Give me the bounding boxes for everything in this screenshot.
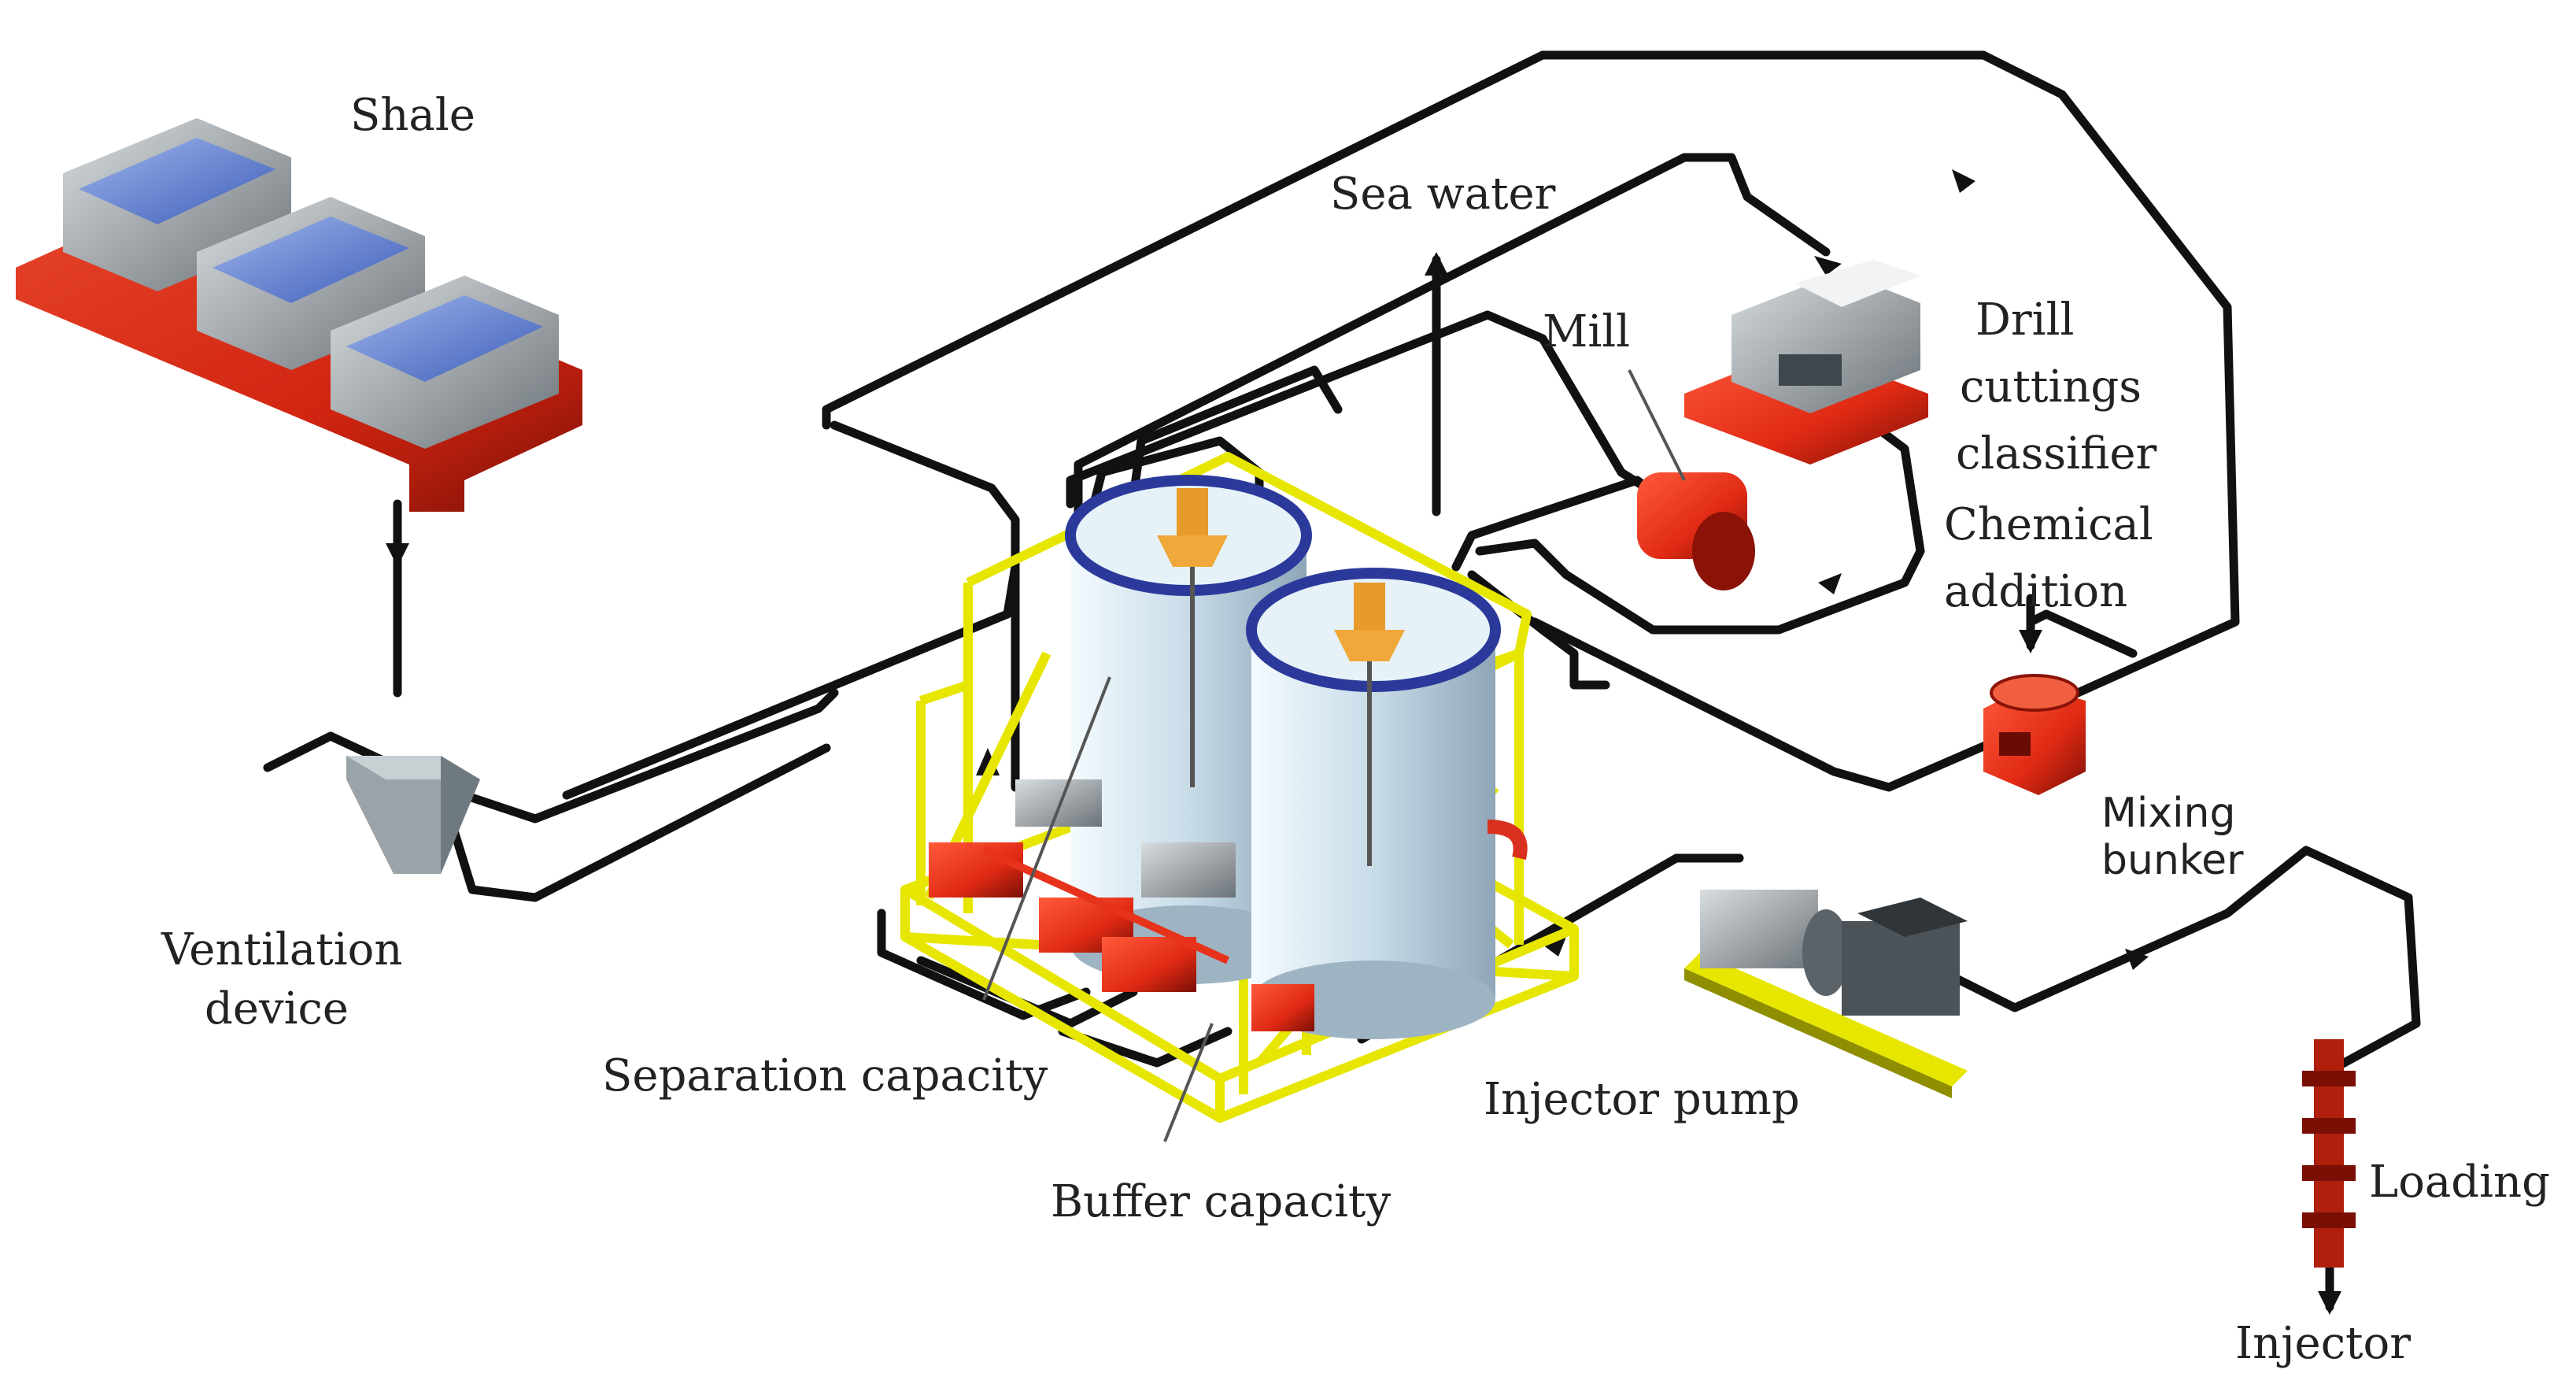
label-bunker: bunker [2101, 837, 2244, 884]
pump-unit [929, 842, 1314, 1031]
mill [1628, 369, 1755, 590]
arrow-right [1814, 256, 1842, 276]
label-device: device [205, 983, 349, 1035]
label-ventilation: Ventilation [161, 924, 402, 975]
label-chemical: Chemical [1944, 499, 2153, 550]
label-loading: Loading [2369, 1157, 2550, 1208]
drill-cuttings-classifier [1684, 260, 1928, 465]
flow-arrows [386, 169, 2341, 1315]
agitator-motor [1157, 488, 1228, 787]
label-injector-pump: Injector pump [1484, 1074, 1800, 1125]
label-classifier: classifier [1956, 428, 2157, 479]
label-separation-capacity: Separation capacity [602, 1050, 1048, 1101]
label-sea-water: Sea water [1330, 168, 1556, 220]
label-injector: Injector [2235, 1318, 2411, 1369]
agitator-motor [1334, 583, 1405, 866]
ventilation-device [346, 756, 480, 874]
label-mill: Mill [1543, 306, 1630, 357]
separation-buffer-module [900, 452, 1579, 1142]
shale-shakers [16, 118, 582, 512]
motor-unit [1015, 779, 1236, 898]
buffer-tank [1246, 568, 1501, 1039]
label-cuttings: cuttings [1960, 361, 2142, 413]
label-buffer-capacity: Buffer capacity [1051, 1176, 1391, 1227]
arrow-down [386, 543, 409, 567]
label-mixing: Mixing [2101, 790, 2236, 837]
arrow-right [2125, 949, 2149, 970]
shaker-unit [331, 276, 559, 449]
arrow-down [2318, 1291, 2341, 1315]
label-addition: addition [1944, 566, 2127, 617]
arrow-up [1425, 252, 1448, 276]
arrow-left [1543, 937, 1566, 957]
loading-wellhead [2302, 1039, 2356, 1268]
arrow-right [1952, 169, 1975, 193]
mixing-bunker [1983, 674, 2086, 795]
labels: Shale Sea water Mill Drill cuttings clas… [161, 90, 2550, 1369]
injector-pump [1684, 890, 1968, 1098]
label-shale: Shale [350, 90, 475, 141]
arrow-down [2019, 630, 2042, 653]
arrow-left [1818, 573, 1842, 594]
label-drill: Drill [1975, 294, 2074, 346]
